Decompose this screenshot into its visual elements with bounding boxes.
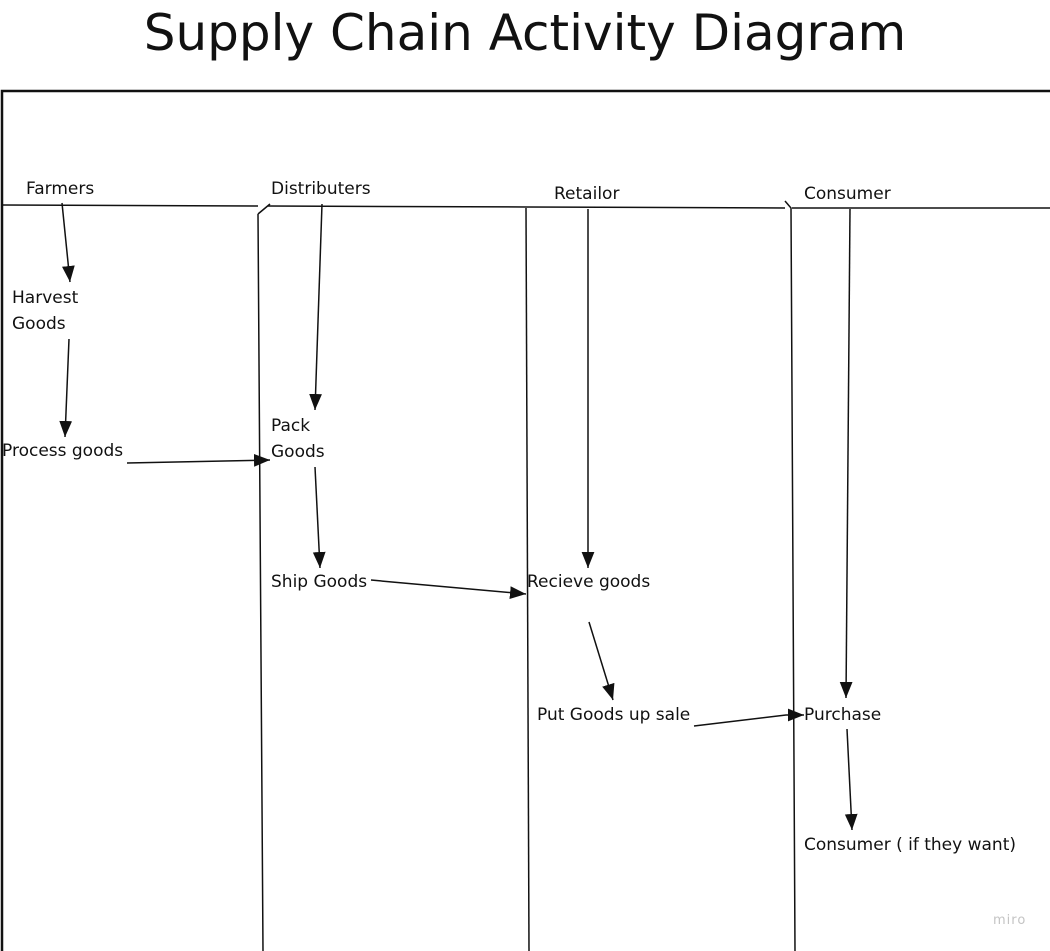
lane-label-farmers: Farmers <box>26 179 95 199</box>
activity-process-goods: Process goods <box>2 441 124 461</box>
activity-consumer-if-they-want: Consumer ( if they want) <box>804 835 1016 855</box>
miro-watermark: miro <box>993 913 1027 928</box>
lane-label-consumer: Consumer <box>804 184 891 204</box>
diagram-title: Supply Chain Activity Diagram <box>143 4 907 62</box>
arrow-farmers-to-harvest <box>61 202 75 283</box>
activity-harvest-goods: Harvest Goods <box>12 285 78 337</box>
arrow-purchase-to-consumer-want <box>844 728 858 831</box>
activity-purchase: Purchase <box>804 705 882 725</box>
activity-pack-goods: Pack Goods <box>271 413 325 465</box>
activity-harvest-goods-line1: Harvest <box>12 288 79 308</box>
activity-harvest-goods-line2: Goods <box>12 314 66 334</box>
activity-pack-goods-line1: Pack <box>271 416 311 436</box>
activity-ship-goods: Ship Goods <box>271 572 368 592</box>
arrow-recieve-to-sale <box>588 621 615 701</box>
arrow-harvest-to-process <box>59 338 73 438</box>
lane-header-line <box>1 204 1050 209</box>
lane-label-retailor: Retailor <box>554 184 620 204</box>
arrow-ship-to-recieve <box>370 579 527 599</box>
activity-put-goods-up-sale: Put Goods up sale <box>537 705 691 725</box>
lane-separator-1 <box>257 203 271 951</box>
activity-pack-goods-line2: Goods <box>271 442 325 462</box>
activity-recieve-goods: Recieve goods <box>527 572 651 592</box>
arrow-pack-to-ship <box>312 466 326 569</box>
arrow-consumer-to-purchase <box>839 208 853 699</box>
lane-label-distributers: Distributers <box>271 179 371 199</box>
lane-separator-3 <box>784 200 796 951</box>
arrow-process-to-pack <box>126 453 271 467</box>
arrow-sale-to-purchase <box>693 708 804 727</box>
arrow-distributers-to-pack <box>309 203 323 411</box>
lane-separator-2 <box>525 207 530 951</box>
frame-border <box>0 89 1050 951</box>
